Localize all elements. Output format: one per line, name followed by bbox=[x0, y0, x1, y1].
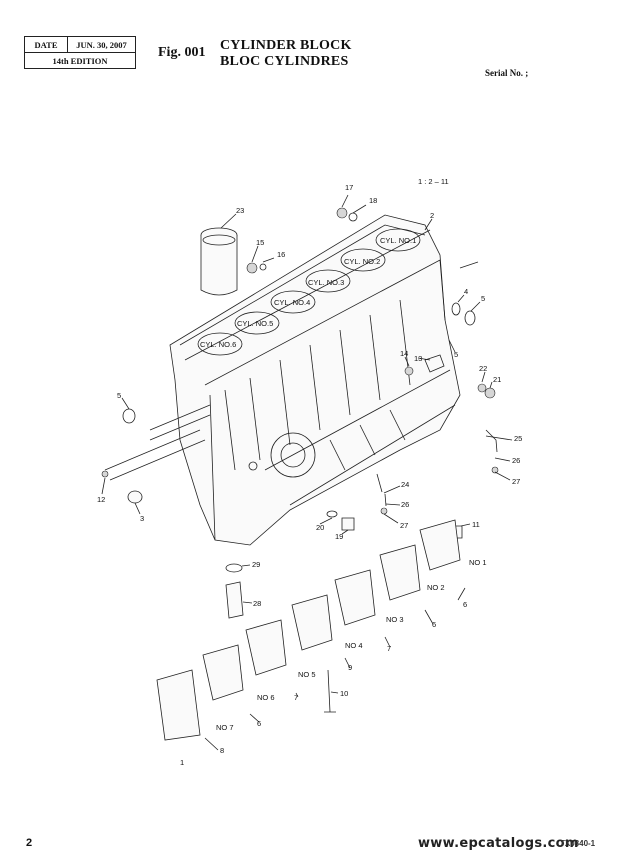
callout-3: 3 bbox=[140, 514, 144, 523]
callout-12: 12 bbox=[97, 495, 105, 504]
bearing-label-6: NO 6 bbox=[257, 693, 275, 702]
edition: 14th EDITION bbox=[24, 52, 136, 69]
callout-17: 17 bbox=[345, 183, 353, 192]
title-french: BLOC CYLINDRES bbox=[220, 54, 349, 69]
callout-13: 13 bbox=[414, 354, 422, 363]
bearing-label-4: NO 4 bbox=[345, 641, 363, 650]
callout-5c: 5 bbox=[454, 350, 458, 359]
bearing-label-3: NO 3 bbox=[386, 615, 404, 624]
callout-20: 20 bbox=[316, 523, 324, 532]
header-info-table: DATE JUN. 30, 2007 14th EDITION bbox=[24, 36, 136, 69]
callout-21: 21 bbox=[493, 375, 501, 384]
callout-25: 25 bbox=[514, 434, 522, 443]
cylinder-label-4: CYL. NO.4 bbox=[274, 298, 310, 307]
title-english: CYLINDER BLOCK bbox=[220, 38, 352, 53]
callout-28: 28 bbox=[253, 599, 261, 608]
serial-label: Serial No. ; bbox=[485, 68, 529, 78]
document-code: TX0840-1 bbox=[560, 839, 596, 848]
callout-14: 14 bbox=[400, 349, 408, 358]
callout-7b: 7 bbox=[294, 693, 298, 702]
cylinder-label-1: CYL. NO.1 bbox=[380, 236, 416, 245]
callout-15: 15 bbox=[256, 238, 264, 247]
callout-23: 23 bbox=[236, 206, 244, 215]
callout-26a: 26 bbox=[512, 456, 520, 465]
cylinder-label-5: CYL. NO.5 bbox=[237, 319, 273, 328]
callout-22: 22 bbox=[479, 364, 487, 373]
cylinder-label-6: CYL. NO.6 bbox=[200, 340, 236, 349]
callout-7a: 7 bbox=[387, 644, 391, 653]
callout-19: 19 bbox=[335, 532, 343, 541]
callout-24: 24 bbox=[401, 480, 409, 489]
callout-4: 4 bbox=[464, 287, 468, 296]
callout-8: 8 bbox=[220, 746, 224, 755]
cylinder-liner-drawing bbox=[200, 227, 238, 296]
bearing-label-5: NO 5 bbox=[298, 670, 316, 679]
page-number: 2 bbox=[26, 837, 33, 849]
cylinder-label-2: CYL. NO.2 bbox=[344, 257, 380, 266]
bearing-label-1: NO 1 bbox=[469, 558, 487, 567]
callout-1: 1 bbox=[180, 758, 184, 767]
cylinder-bores bbox=[197, 228, 421, 356]
figure-number: Fig. 001 bbox=[158, 45, 206, 60]
callout-10: 10 bbox=[340, 689, 348, 698]
callout-6c: 6 bbox=[257, 719, 261, 728]
bearing-caps bbox=[156, 519, 461, 741]
bearing-label-7: NO 7 bbox=[216, 723, 234, 732]
callout-16: 16 bbox=[277, 250, 285, 259]
callout-27a: 27 bbox=[512, 477, 520, 486]
callout-6a: 6 bbox=[463, 600, 467, 609]
callout-5a: 5 bbox=[481, 294, 485, 303]
callout-18: 18 bbox=[369, 196, 377, 205]
leader-lines bbox=[101, 194, 513, 751]
callout-27b: 27 bbox=[400, 521, 408, 530]
cylinder-label-3: CYL. NO.3 bbox=[308, 278, 344, 287]
cylinder-block-drawing bbox=[104, 214, 461, 546]
callout-11: 11 bbox=[472, 520, 480, 529]
callout-26b: 26 bbox=[401, 500, 409, 509]
bearing-label-2: NO 2 bbox=[427, 583, 445, 592]
callout-2: 2 bbox=[430, 211, 434, 220]
callout-5b: 5 bbox=[117, 391, 121, 400]
callout-29: 29 bbox=[252, 560, 260, 569]
scale-label: 1 : 2 – 11 bbox=[418, 177, 449, 186]
callout-9: 9 bbox=[348, 663, 352, 672]
callout-6b: 6 bbox=[432, 620, 436, 629]
watermark-text: www.epcatalogs.com bbox=[418, 836, 579, 851]
